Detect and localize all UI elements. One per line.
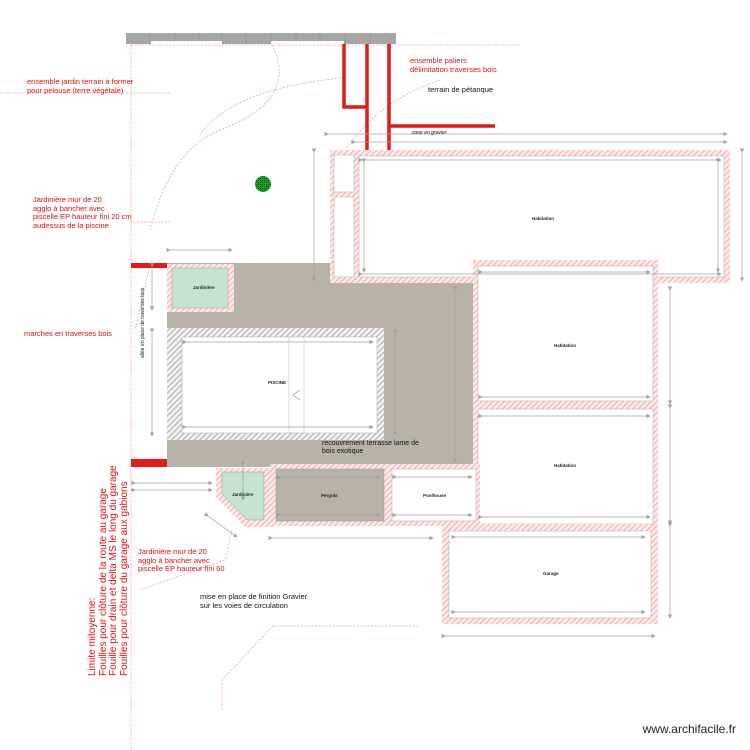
room-label-planter-top: Jardinière	[193, 285, 215, 290]
room-label-pool: PISCINE	[268, 380, 287, 385]
room-habitation-right	[473, 260, 658, 530]
room-label-habitation-right-1: Habitation	[554, 343, 576, 348]
annotation-gravel: mise en place de finition Gravier sur le…	[200, 592, 308, 610]
dimension-lines	[131, 131, 745, 639]
top-fence	[126, 33, 396, 44]
annotation-pallets: ensemble paliers délimitation traverses …	[410, 56, 497, 74]
annotation-garden: ensemble jardin terrain à former pour pe…	[27, 77, 134, 95]
room-garage	[442, 524, 658, 624]
annotation-boundary: Limite mitoyenne: Fouilles pour clôture …	[87, 465, 130, 676]
room-label-pergola: Pergola	[321, 493, 338, 498]
annotation-petanque: terrain de pétanque	[428, 85, 494, 94]
annotation-gravel-zone: zone en gravier	[412, 130, 447, 136]
step-red	[131, 263, 167, 268]
annotation-planter-bottom: Jardinière mur de 20 agglo à bancher ave…	[138, 547, 225, 574]
step-red-bottom	[131, 459, 167, 467]
room-label-habitation-right-2: Habitation	[554, 463, 576, 468]
room-pergola-poolhouse	[270, 464, 480, 526]
property-boundary	[0, 44, 520, 750]
planter-top	[167, 264, 234, 312]
room-label-planter-bottom: Jardinière	[232, 492, 254, 497]
room-label-habitation-top: Habitation	[532, 216, 554, 221]
tree-icon	[255, 176, 271, 192]
annotation-steps: marches en traverses bois	[24, 329, 112, 338]
room-label-garage: Garage	[543, 571, 559, 576]
planter-bottom	[216, 468, 273, 527]
annotation-side-path: allée en place de traverses bois	[140, 287, 146, 358]
swimming-pool	[167, 328, 384, 440]
annotation-terrace-cover: recouvrement terrasse lame de bois exoti…	[322, 440, 419, 456]
watermark: www.archifacile.fr	[642, 722, 736, 736]
annotation-planter-top: Jardinière mur de 20 agglo à bancher ave…	[33, 195, 132, 230]
room-label-poolhouse: Poolhouse	[423, 493, 447, 498]
